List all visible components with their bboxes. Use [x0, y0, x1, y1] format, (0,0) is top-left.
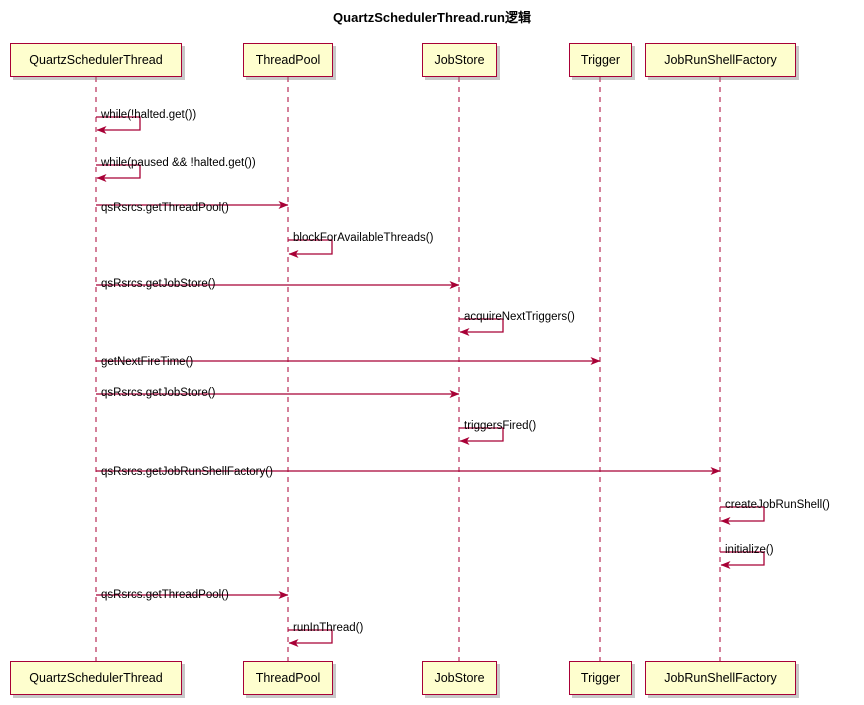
self-message-arrow-9: [459, 427, 504, 445]
participant-label: JobStore: [434, 52, 485, 67]
participant-label: JobRunShellFactory: [664, 52, 777, 67]
message-label-10: qsRsrcs.getJobRunShellFactory(): [101, 466, 273, 478]
participant-label: ThreadPool: [255, 52, 321, 67]
self-message-arrow-12: [720, 551, 765, 569]
message-label-7: getNextFireTime(): [101, 356, 194, 368]
message-label-3: qsRsrcs.getThreadPool(): [101, 202, 229, 214]
participant-label: QuartzSchedulerThread: [29, 670, 163, 685]
diagram-title: QuartzSchedulerThread.run逻辑: [333, 10, 531, 25]
self-message-arrow-6: [459, 318, 504, 336]
participant-trigger-bottom[interactable]: Trigger: [569, 661, 632, 695]
message-label-1: while(!halted.get()): [101, 109, 197, 121]
participant-label: Trigger: [580, 670, 621, 685]
participant-label: Trigger: [580, 52, 621, 67]
participant-jobstore-bottom[interactable]: JobStore: [422, 661, 497, 695]
participant-quartz-top[interactable]: QuartzSchedulerThread: [10, 43, 182, 77]
self-message-arrow-11: [720, 506, 765, 525]
participant-jobstore-top[interactable]: JobStore: [422, 43, 497, 77]
message-label-12: initialize(): [725, 544, 774, 556]
self-message-arrow-4: [288, 239, 333, 258]
participant-label: JobStore: [434, 670, 485, 685]
self-message-arrow-1: [96, 116, 141, 134]
participant-jrsf-bottom[interactable]: JobRunShellFactory: [645, 661, 796, 695]
message-label-4: blockForAvailableThreads(): [293, 232, 434, 244]
message-label-11: createJobRunShell(): [725, 499, 830, 511]
message-label-5: qsRsrcs.getJobStore(): [101, 278, 216, 290]
participant-threadpool-bottom[interactable]: ThreadPool: [243, 661, 333, 695]
participant-label: JobRunShellFactory: [664, 670, 777, 685]
message-label-2: while(paused && !halted.get()): [101, 157, 256, 169]
participant-label: QuartzSchedulerThread: [29, 52, 163, 67]
message-label-14: runInThread(): [293, 622, 364, 634]
lifelines-layer: [95, 77, 721, 661]
message-label-9: triggersFired(): [464, 420, 537, 432]
participant-threadpool-top[interactable]: ThreadPool: [243, 43, 333, 77]
participant-jrsf-top[interactable]: JobRunShellFactory: [645, 43, 796, 77]
self-message-arrow-2: [96, 164, 141, 182]
self-message-arrow-14: [288, 629, 333, 647]
participant-quartz-bottom[interactable]: QuartzSchedulerThread: [10, 661, 182, 695]
message-label-6: acquireNextTriggers(): [464, 311, 575, 323]
message-label-8: qsRsrcs.getJobStore(): [101, 387, 216, 399]
participant-trigger-top[interactable]: Trigger: [569, 43, 632, 77]
message-label-13: qsRsrcs.getThreadPool(): [101, 589, 229, 601]
participant-label: ThreadPool: [255, 670, 321, 685]
messages-layer: [96, 116, 765, 647]
